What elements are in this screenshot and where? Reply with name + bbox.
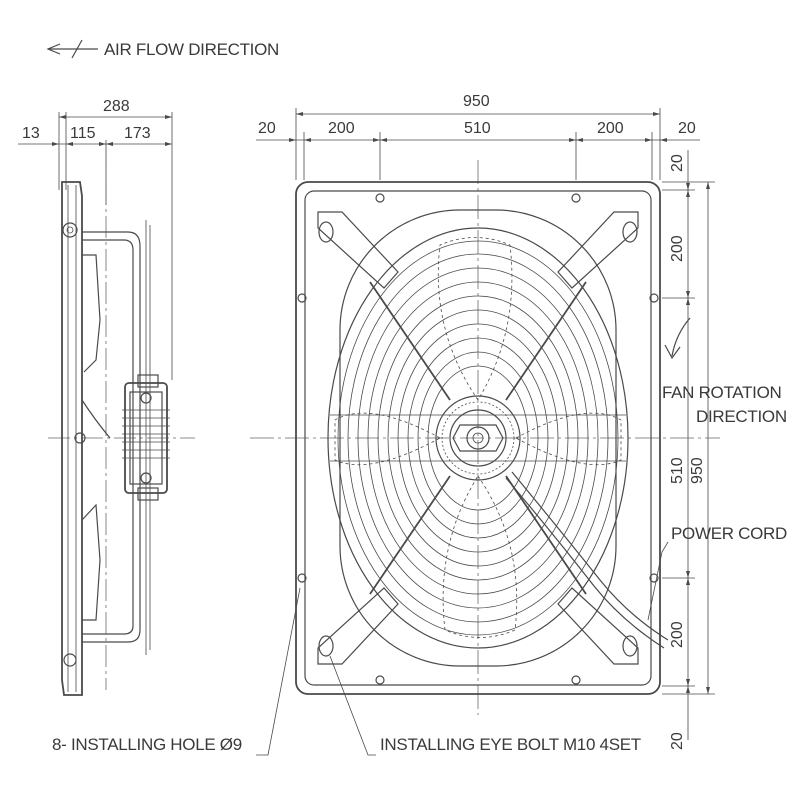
front-dim-seg-left: 200 — [328, 120, 355, 137]
eye-bolt-leader — [329, 655, 376, 756]
front-view — [250, 160, 720, 715]
air-flow-label: AIR FLOW DIRECTION — [104, 40, 279, 59]
eye-bolt-label: INSTALLING EYE BOLT M10 4SET — [380, 735, 641, 754]
front-top-dimension-lines — [256, 108, 700, 180]
motor-fins — [122, 409, 170, 459]
side-dimension-lines — [18, 112, 173, 380]
side-dim-right: 173 — [124, 125, 151, 142]
front-dim-overall: 950 — [463, 93, 490, 110]
power-cord-leader — [647, 541, 669, 621]
guard-spokes — [330, 281, 626, 595]
front-dim-edge-right: 20 — [678, 120, 696, 137]
front-dim-right-overall: 950 — [689, 457, 706, 484]
front-dim-right-upper: 200 — [669, 235, 686, 262]
hub-icon — [435, 395, 521, 481]
rotation-arrow-icon — [664, 317, 691, 360]
fan-guard-rings — [327, 227, 629, 649]
fan-blades — [334, 237, 622, 638]
front-dim-right-bottom: 20 — [669, 732, 686, 750]
installing-hole-label: 8- INSTALLING HOLE Ø9 — [52, 735, 242, 754]
side-view — [48, 150, 195, 696]
front-dim-right-top: 20 — [669, 154, 686, 172]
air-flow-arrow-icon — [46, 39, 98, 59]
power-cord-label: POWER CORD — [671, 524, 787, 543]
front-dim-seg-right: 200 — [597, 120, 624, 137]
side-dim-left: 13 — [22, 125, 40, 142]
front-dim-edge-left: 20 — [258, 120, 276, 137]
installing-hole-leader — [256, 587, 301, 756]
front-dim-right-lower: 200 — [669, 621, 686, 648]
fan-rotation-label-2: DIRECTION — [696, 407, 787, 426]
fan-rotation-label-1: FAN ROTATION — [662, 383, 782, 402]
installing-hole-icon — [297, 193, 659, 685]
front-dim-right-mid: 510 — [669, 457, 686, 484]
front-dim-seg-mid: 510 — [464, 120, 491, 137]
power-cord-icon — [505, 471, 669, 649]
side-dim-overall: 288 — [103, 98, 130, 115]
eye-bolt-icon — [318, 221, 638, 657]
side-dim-mid: 115 — [70, 125, 96, 142]
corner-brackets — [317, 211, 639, 665]
